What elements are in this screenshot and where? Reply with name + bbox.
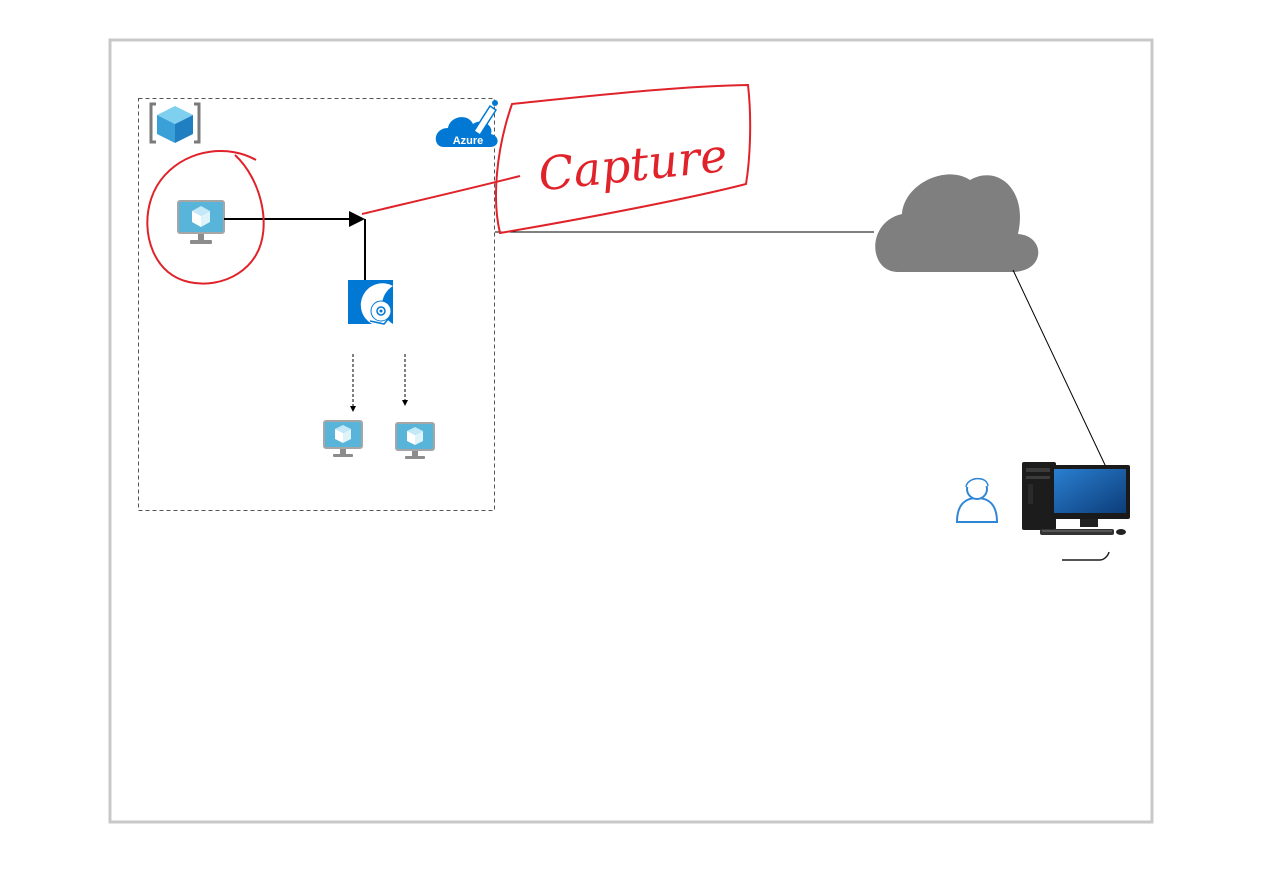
resource-group-boundary — [138, 98, 495, 511]
target-vm-icon-1 — [323, 420, 363, 457]
annotation-pointer-line — [361, 175, 521, 215]
vm-image-disk-icon — [348, 280, 393, 325]
azure-cloud-badge-icon: Azure — [435, 100, 498, 147]
user-icon — [955, 477, 999, 523]
vm-highlight-circle — [146, 150, 265, 285]
azure-badge-label: Azure — [453, 135, 484, 147]
target-vm-icon-2 — [395, 422, 435, 459]
internet-to-workstation-connector — [1012, 269, 1107, 468]
annotation-callout-box — [495, 83, 752, 235]
slide-frame — [108, 38, 1154, 824]
cloud-icon — [875, 174, 1039, 272]
desktop-computer-icon — [1022, 462, 1130, 561]
resource-group-icon — [149, 102, 201, 144]
source-vm-icon — [177, 200, 225, 244]
